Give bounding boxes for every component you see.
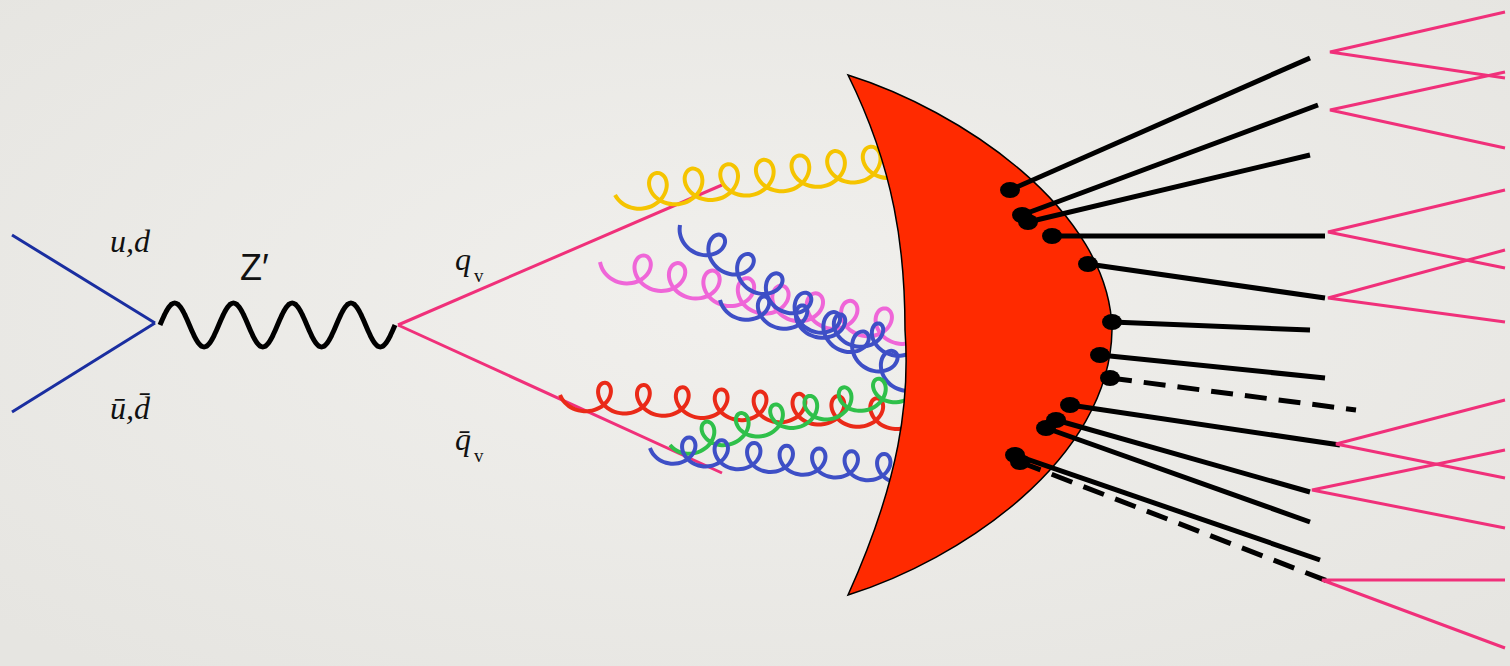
antiquark-label: ū,d̄ (110, 392, 150, 424)
hadron-track (1020, 462, 1330, 582)
hadron-blob (1060, 397, 1080, 413)
quark-label: q (455, 243, 471, 275)
decay-v (1330, 72, 1505, 148)
hadron-track (1046, 428, 1310, 522)
hadron-track (1112, 322, 1310, 330)
decay-products (1312, 12, 1505, 648)
gluon (560, 383, 922, 429)
hadron-blob (1078, 256, 1098, 272)
decay-v (1328, 250, 1505, 322)
gluon (615, 142, 916, 208)
subscript: v (474, 266, 484, 285)
wavy-line (160, 303, 395, 347)
hadron-blob (1018, 214, 1038, 230)
hadron-blob (1000, 182, 1020, 198)
hadron-track (1022, 105, 1318, 215)
hadron-blob (1036, 420, 1056, 436)
gluon (680, 225, 927, 391)
hadron-blob (1010, 454, 1030, 470)
z-prime-propagator (160, 303, 395, 347)
boson-label: Z′ (240, 250, 269, 286)
hadron-track (1110, 378, 1356, 410)
gluon (600, 255, 926, 343)
hadron-tracks (1000, 58, 1356, 582)
incoming-quarks (12, 235, 155, 412)
hadron-track (1100, 355, 1325, 378)
hadron-blob (1042, 228, 1062, 244)
decay-v (1322, 580, 1505, 648)
decay-v (1312, 450, 1505, 528)
decay-v (1330, 12, 1505, 78)
hadron-blob (1100, 370, 1120, 386)
hadron-track (1052, 234, 1325, 239)
hadron-blob (1102, 314, 1122, 330)
gluon (670, 370, 920, 454)
hadron-track (1015, 455, 1320, 560)
hadronization-blob (848, 75, 1112, 595)
hadron-track (1088, 264, 1325, 298)
valley-quarks (398, 185, 722, 473)
hadron-blob (1090, 347, 1110, 363)
antiquark-label: q̄ (455, 423, 471, 455)
hadron-track (1028, 155, 1310, 222)
subscript: v (474, 446, 484, 465)
gluon-lines (560, 142, 926, 483)
quark-label: u,d (110, 225, 150, 257)
gluon (650, 437, 923, 483)
hadron-track (1070, 405, 1340, 445)
gluon (720, 296, 921, 355)
